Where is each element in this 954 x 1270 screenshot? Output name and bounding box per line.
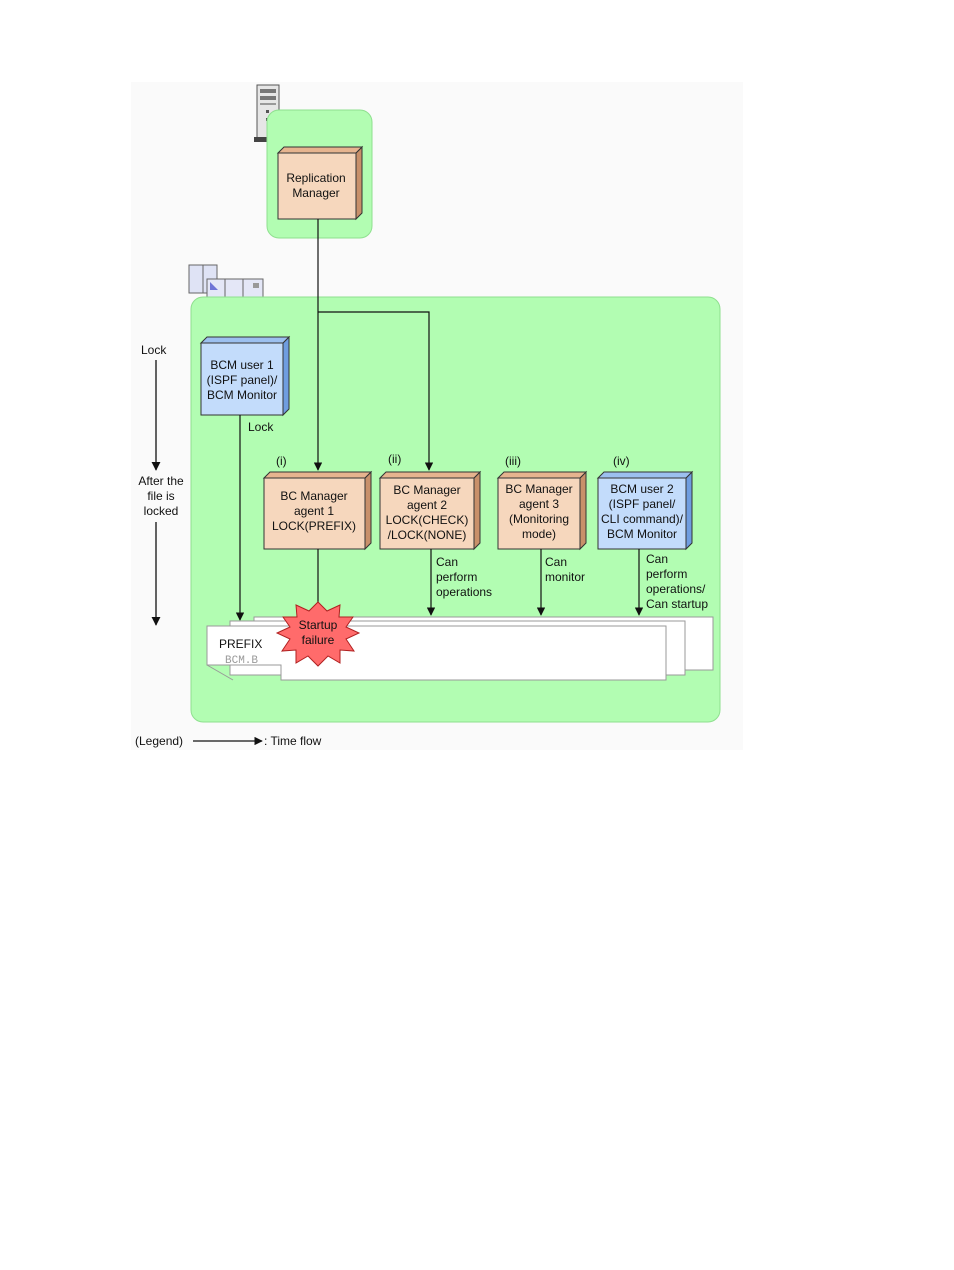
svg-text:BC Manager: BC Manager: [280, 489, 347, 503]
bcm-user2-note: Can startup: [646, 597, 708, 611]
bcm-user2-note: operations/: [646, 582, 706, 596]
bcm-user2-label: (ISPF panel/: [609, 497, 676, 511]
svg-text:Can: Can: [436, 555, 458, 569]
agent1-label: BC Manager: [280, 489, 347, 503]
startup-failure-label: Startup: [299, 618, 338, 632]
bcm-user2-label: CLI command)/: [601, 512, 684, 526]
agent3-label: agent 3: [519, 497, 559, 511]
file-dataset-label: BCM.B: [225, 655, 258, 667]
svg-text:(ISPF panel/: (ISPF panel/: [609, 497, 676, 511]
svg-text:Manager: Manager: [292, 186, 339, 200]
rm-branch-connector: [318, 311, 434, 471]
svg-text:operations/: operations/: [646, 582, 706, 596]
bcm-user1-box: BCM user 1 (ISPF panel)/ BCM Monitor: [199, 335, 291, 417]
agent3-tag: (iii): [505, 454, 521, 468]
svg-text:Can startup: Can startup: [646, 597, 708, 611]
agent1-label: agent 1: [294, 504, 334, 518]
svg-text:BC Manager: BC Manager: [393, 483, 460, 497]
svg-text:agent 3: agent 3: [519, 497, 559, 511]
agent4-tag: (iv): [613, 454, 630, 468]
svg-text:locked: locked: [144, 504, 179, 518]
agent2-label: LOCK(CHECK): [386, 513, 469, 527]
bcm-user1-label: BCM Monitor: [207, 388, 277, 402]
svg-text:perform: perform: [436, 570, 477, 584]
agent1-tag: (i): [276, 454, 287, 468]
svg-text:CLI command)/: CLI command)/: [601, 512, 684, 526]
svg-text:BCM Monitor: BCM Monitor: [607, 527, 677, 541]
svg-text:BCM user 1: BCM user 1: [210, 358, 274, 372]
agent2-label: /LOCK(NONE): [388, 528, 467, 542]
svg-text:BCM user 2: BCM user 2: [610, 482, 674, 496]
svg-text:Replication: Replication: [286, 171, 345, 185]
svg-text:perform: perform: [646, 567, 687, 581]
svg-text:After the: After the: [138, 474, 184, 488]
svg-text:(Monitoring: (Monitoring: [509, 512, 569, 526]
agent3-note: Can: [545, 555, 567, 569]
file-stack: PREFIX BCM.B: [206, 616, 714, 681]
after-locked-label: After the: [138, 474, 184, 488]
lock-time-label: Lock: [141, 343, 167, 357]
bcm-user1-label: (ISPF panel)/: [207, 373, 278, 387]
svg-text:BCM Monitor: BCM Monitor: [207, 388, 277, 402]
svg-text:monitor: monitor: [545, 570, 585, 584]
bcm-user2-note: Can: [646, 552, 668, 566]
replication-manager-label: Replication: [286, 171, 345, 185]
bcm-user2-label: BCM user 2: [610, 482, 674, 496]
agent3-label: BC Manager: [505, 482, 572, 496]
svg-text:file is: file is: [147, 489, 174, 503]
legend-description: : Time flow: [264, 734, 322, 748]
replication-manager-box: Replication Manager: [276, 145, 364, 221]
replication-manager-label: Manager: [292, 186, 339, 200]
file-prefix-label: PREFIX: [219, 637, 262, 651]
agent2-label: agent 2: [407, 498, 447, 512]
svg-text:Startup: Startup: [299, 618, 338, 632]
agent3-box: BC Manager agent 3 (Monitoring mode): [496, 470, 588, 551]
svg-text:failure: failure: [302, 633, 335, 647]
svg-text:agent 1: agent 1: [294, 504, 334, 518]
agent2-note: operations: [436, 585, 492, 599]
svg-text:operations: operations: [436, 585, 492, 599]
legend-label: (Legend): [135, 734, 183, 748]
bcm-user1-lock-label: Lock: [248, 420, 274, 434]
agent3-label: mode): [522, 527, 556, 541]
agent1-box: BC Manager agent 1 LOCK(PREFIX): [262, 470, 373, 551]
bcm-user2-box: BCM user 2 (ISPF panel/ CLI command)/ BC…: [596, 470, 694, 551]
svg-text:mode): mode): [522, 527, 556, 541]
agent3-label: (Monitoring: [509, 512, 569, 526]
after-locked-label: file is: [147, 489, 174, 503]
svg-text:LOCK(CHECK): LOCK(CHECK): [386, 513, 469, 527]
bcm-user2-note: perform: [646, 567, 687, 581]
svg-text:agent 2: agent 2: [407, 498, 447, 512]
svg-text:(ISPF panel)/: (ISPF panel)/: [207, 373, 278, 387]
agent2-tag: (ii): [388, 452, 401, 466]
svg-text:LOCK(PREFIX): LOCK(PREFIX): [272, 519, 356, 533]
agent1-label: LOCK(PREFIX): [272, 519, 356, 533]
svg-text:/LOCK(NONE): /LOCK(NONE): [388, 528, 467, 542]
svg-text:Can: Can: [646, 552, 668, 566]
agent2-box: BC Manager agent 2 LOCK(CHECK) /LOCK(NON…: [378, 470, 482, 551]
startup-failure-burst: Startup failure: [275, 601, 361, 667]
agent2-note: Can: [436, 555, 458, 569]
startup-failure-label: failure: [302, 633, 335, 647]
agent2-label: BC Manager: [393, 483, 460, 497]
bcm-user2-label: BCM Monitor: [607, 527, 677, 541]
svg-text:Can: Can: [545, 555, 567, 569]
agent3-note: monitor: [545, 570, 585, 584]
bcm-user1-label: BCM user 1: [210, 358, 274, 372]
agent2-note: perform: [436, 570, 477, 584]
after-locked-label: locked: [144, 504, 179, 518]
svg-text:BC Manager: BC Manager: [505, 482, 572, 496]
